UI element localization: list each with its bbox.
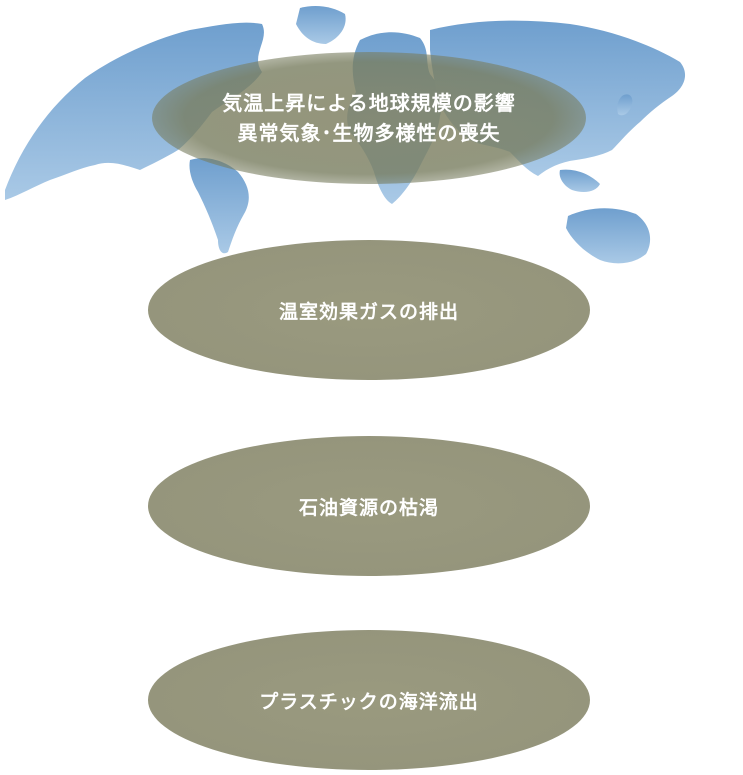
cause-ellipse-plastic-outflow: プラスチックの海洋流出 xyxy=(148,630,590,770)
australia-shape xyxy=(566,208,651,264)
north-america-shape xyxy=(5,22,264,200)
global-impact-line1: 気温上昇による地球規模の影響 xyxy=(222,91,516,115)
south-america-shape xyxy=(189,158,249,254)
global-impact-line2: 異常気象･生物多様性の喪失 xyxy=(237,121,501,145)
greenland-shape xyxy=(296,6,346,44)
japan-shape xyxy=(617,94,633,116)
cause-ellipse-oil-depletion: 石油資源の枯渇 xyxy=(148,436,590,576)
cause-label-oil-depletion: 石油資源の枯渇 xyxy=(298,496,439,519)
global-impact-ellipse: 気温上昇による地球規模の影響 異常気象･生物多様性の喪失 xyxy=(152,52,586,184)
cause-label-plastic-outflow: プラスチックの海洋流出 xyxy=(259,690,479,713)
cause-ellipse-greenhouse-gas: 温室効果ガスの排出 xyxy=(148,240,590,380)
cause-label-greenhouse-gas: 温室効果ガスの排出 xyxy=(278,300,459,323)
southeast-asia-islands-shape xyxy=(559,169,600,192)
